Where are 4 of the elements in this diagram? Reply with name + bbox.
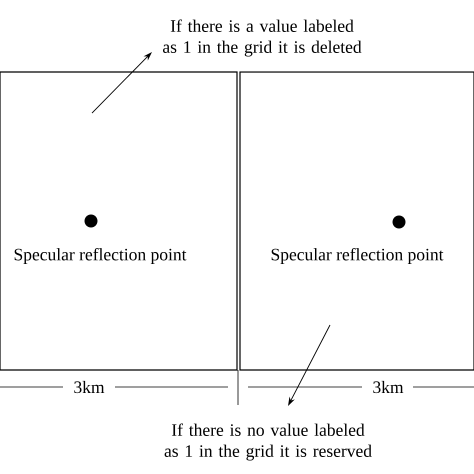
grid-cell: Specular reflection point	[239, 71, 474, 371]
note-text: If there is a value labeled as 1 in the grid it is deleted	[162, 19, 362, 57]
note-text: If there is no value labeled as 1 in the grid it is reserved	[164, 423, 372, 461]
grid-cell: Specular reflection point	[0, 71, 238, 371]
